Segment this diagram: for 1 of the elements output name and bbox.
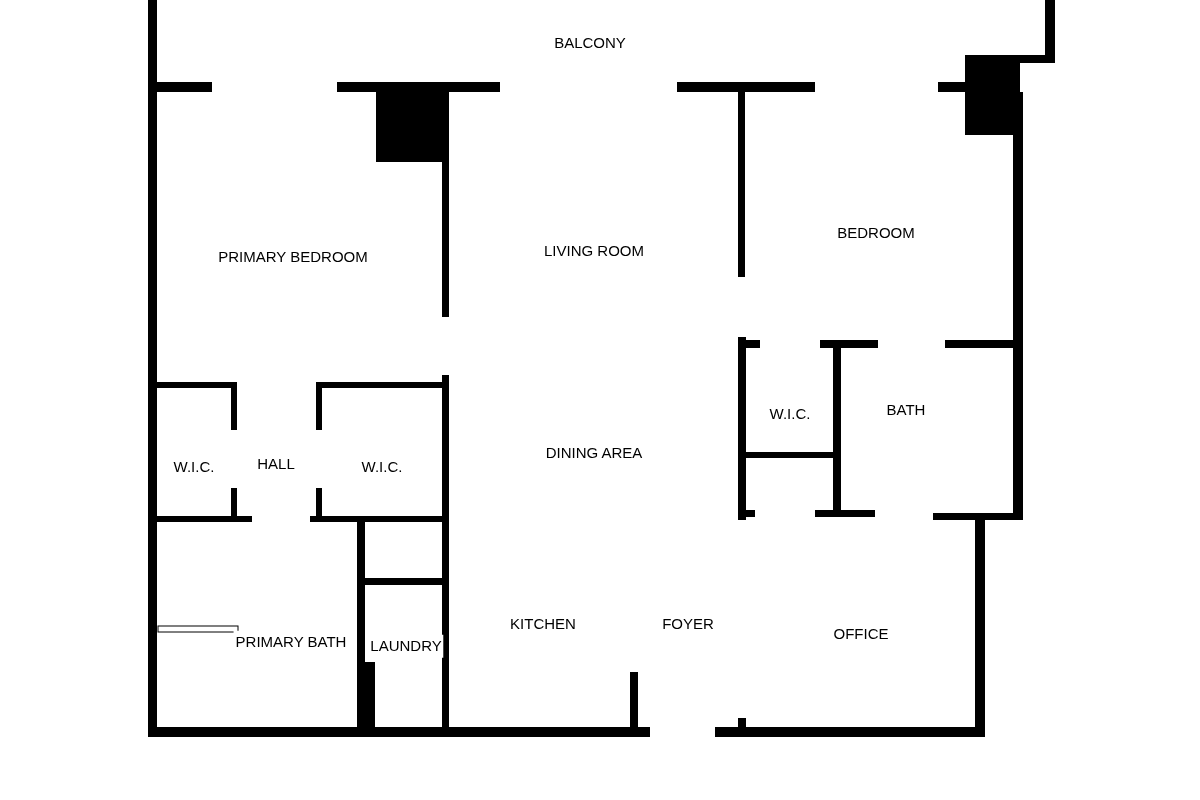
room-label: LAUNDRY [368,634,444,658]
